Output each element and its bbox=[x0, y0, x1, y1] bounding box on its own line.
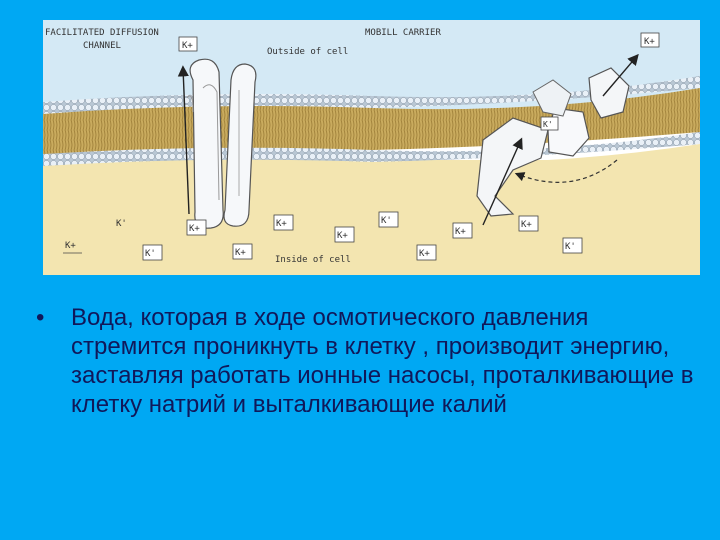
ion-k-4: K+ bbox=[334, 226, 355, 243]
ion-label: K' bbox=[145, 249, 156, 259]
ion-label: K+ bbox=[189, 224, 200, 234]
carrier-protein bbox=[476, 67, 630, 217]
right-title: MOBILL CARRIER bbox=[365, 28, 441, 38]
ion-label: K+ bbox=[276, 219, 287, 229]
ion-label: K+ bbox=[235, 248, 246, 258]
ion-label: K' bbox=[116, 219, 127, 229]
ion-k-1: K' bbox=[116, 219, 127, 229]
ion-k-9: K+ bbox=[452, 222, 473, 239]
ion-label: K' bbox=[381, 216, 392, 226]
ion-k-top-right: K+ bbox=[640, 32, 660, 48]
ion-k-11: K+ bbox=[416, 244, 437, 261]
ion-label: K+ bbox=[182, 41, 193, 51]
ion-label: K+ bbox=[644, 37, 655, 47]
ion-k-8: K' bbox=[378, 211, 399, 228]
ion-label: K' bbox=[565, 242, 576, 252]
ion-k-12: K' bbox=[562, 237, 583, 254]
ion-label: K+ bbox=[65, 241, 76, 251]
ion-k-5: K+ bbox=[63, 241, 82, 254]
bullet-mark: • bbox=[36, 304, 45, 331]
ion-k-7: K+ bbox=[232, 243, 253, 260]
channel-arrow bbox=[177, 65, 190, 215]
ion-k-carrier: K' bbox=[540, 116, 559, 131]
ion-k-3: K+ bbox=[273, 214, 294, 231]
outside-cell-label: Outside of cell bbox=[267, 47, 348, 57]
membrane-illustration: FACILITATED DIFFUSION CHANNEL MOBILL CAR… bbox=[43, 20, 700, 275]
ion-k-top-left: K+ bbox=[178, 36, 198, 52]
ion-label: K+ bbox=[521, 220, 532, 230]
carrier-cycle-arrow bbox=[514, 159, 618, 183]
ion-label: K' bbox=[543, 120, 553, 129]
ion-k-2: K+ bbox=[186, 219, 207, 236]
left-title-line2: CHANNEL bbox=[83, 41, 121, 51]
channel-protein bbox=[186, 58, 257, 229]
membrane-transport-figure: FACILITATED DIFFUSION CHANNEL MOBILL CAR… bbox=[43, 20, 700, 275]
carrier-arrow-out bbox=[602, 53, 639, 97]
ion-label: K+ bbox=[337, 231, 348, 241]
bullet-text: Вода, которая в ходе осмотического давле… bbox=[71, 304, 694, 418]
ion-k-6: K' bbox=[142, 244, 163, 261]
ion-label: K+ bbox=[455, 227, 466, 237]
ion-k-10: K+ bbox=[518, 215, 539, 232]
left-title-line1: FACILITATED DIFFUSION bbox=[45, 28, 159, 38]
inside-cell-label: Inside of cell bbox=[275, 255, 351, 265]
carrier-arrow-in bbox=[482, 137, 523, 226]
ion-label: K+ bbox=[419, 249, 430, 259]
